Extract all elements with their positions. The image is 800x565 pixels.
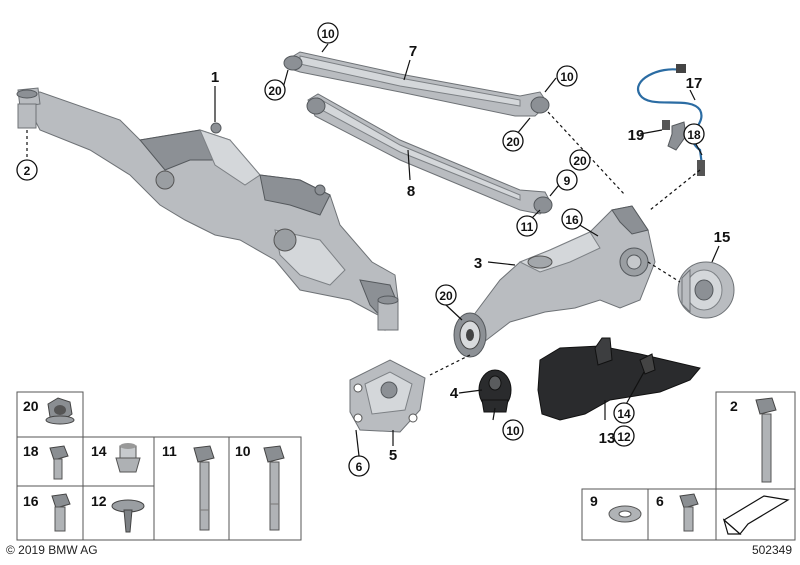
callout-10-right: 10 (560, 70, 574, 84)
callout-20-bushing: 20 (439, 289, 453, 303)
copyright-text: © 2019 BMW AG (6, 543, 98, 557)
callout-19: 19 (628, 127, 645, 144)
clip-nut-icon (115, 443, 141, 473)
long-bolt-10-icon (263, 445, 285, 531)
legend-14: 14 (91, 443, 107, 459)
callout-18: 18 (687, 128, 701, 142)
legend-10: 10 (235, 443, 251, 459)
fastener-legend: 20 18 14 11 10 16 12 2 9 6 (16, 391, 796, 541)
callout-2: 2 (24, 164, 31, 178)
control-arm-upper (283, 51, 550, 117)
rubber-bushing (478, 369, 512, 413)
short-bolt-6-icon (679, 493, 699, 532)
long-bolt-icon (193, 445, 215, 531)
callout-12: 12 (617, 430, 631, 444)
legend-11: 11 (162, 443, 177, 459)
callout-11: 11 (521, 220, 534, 234)
callout-17: 17 (686, 75, 703, 92)
callout-3: 3 (474, 255, 482, 272)
callouts: 1 2 3 4 5 6 7 8 9 10 10 10 11 12 13 14 1… (16, 22, 731, 477)
callout-20-right: 20 (573, 154, 587, 168)
callout-4: 4 (450, 385, 459, 402)
legend-12: 12 (91, 493, 107, 509)
callout-10-top: 10 (321, 27, 335, 41)
carrier-bushing (453, 312, 487, 358)
callout-10-bottom: 10 (506, 424, 520, 438)
document-number: 502349 (751, 543, 792, 557)
legend-2: 2 (730, 398, 738, 414)
sleeve-bolt-icon (51, 493, 71, 532)
callout-7: 7 (409, 43, 417, 60)
wheel-hub (677, 261, 735, 319)
callout-1: 1 (211, 69, 219, 86)
callout-20-mid: 20 (506, 135, 520, 149)
callout-8: 8 (407, 183, 415, 200)
legend-18: 18 (23, 443, 39, 459)
flange-nut-icon (45, 397, 75, 425)
bolt-2-icon (755, 397, 777, 483)
wheel-carrier (465, 205, 656, 346)
callout-20-top-left: 20 (268, 84, 282, 98)
callout-9: 9 (564, 174, 571, 188)
callout-5: 5 (389, 447, 397, 464)
control-arm-lower (306, 93, 553, 215)
protection-plate (537, 337, 701, 421)
short-bolt-icon (49, 445, 69, 480)
washer-icon (608, 505, 642, 523)
callout-16: 16 (565, 213, 579, 227)
callout-13: 13 (599, 430, 616, 447)
callout-14: 14 (617, 407, 631, 421)
mount-bracket (349, 359, 426, 433)
rear-axle-carrier (16, 87, 399, 332)
sensor-bracket (662, 120, 687, 151)
legend-16: 16 (23, 493, 39, 509)
direction-arrow-icon (722, 495, 790, 535)
legend-9: 9 (590, 493, 598, 509)
legend-6: 6 (656, 493, 664, 509)
callout-6: 6 (356, 460, 363, 474)
callout-15: 15 (714, 229, 731, 246)
expansion-rivet-icon (111, 499, 145, 533)
legend-20: 20 (23, 398, 39, 414)
